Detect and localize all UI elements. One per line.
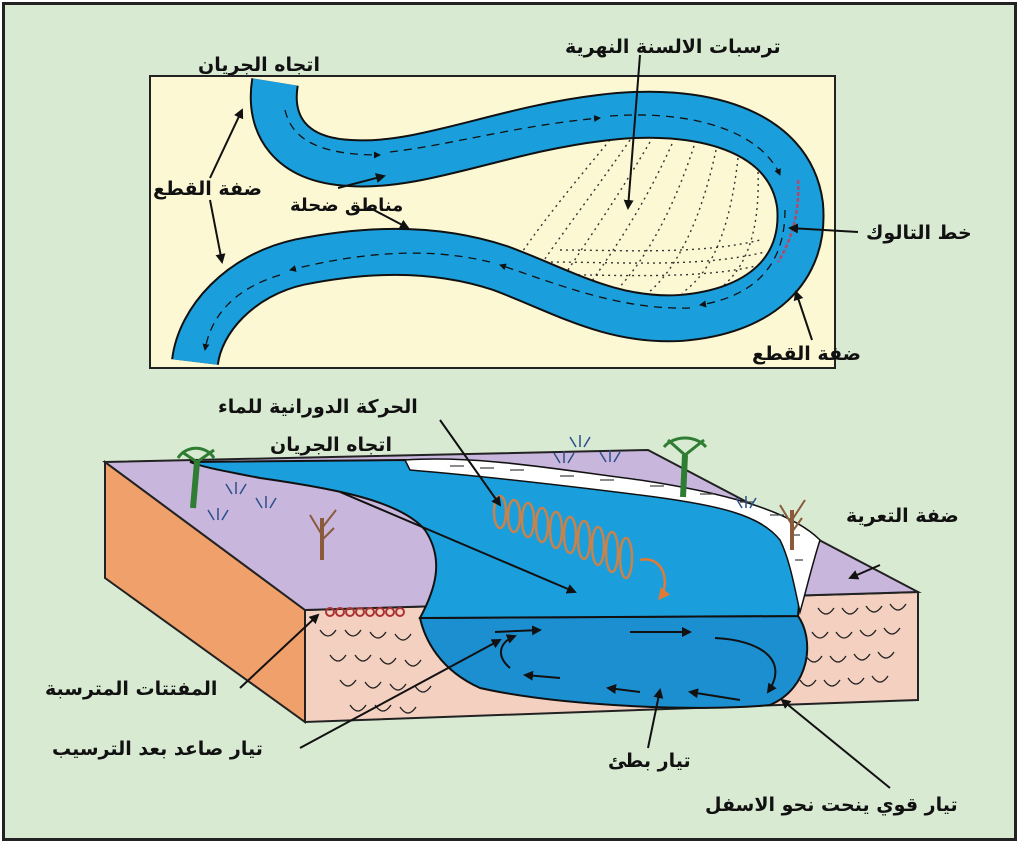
label-strong-down-current: تيار قوي ينحت نحو الاسفل — [705, 796, 958, 815]
label-helical-flow: الحركة الدورانية للماء — [218, 398, 418, 417]
label-shallow-zones: مناطق ضحلة — [290, 197, 403, 215]
label-flow-direction-top: اتجاه الجريان — [198, 56, 320, 75]
label-cut-bank-left: ضفة القطع — [153, 180, 262, 199]
label-erosion-bank: ضفة التعرية — [846, 507, 959, 526]
label-rising-current: تيار صاعد بعد الترسيب — [52, 740, 263, 759]
label-flow-direction-bottom: اتجاه الجريان — [270, 436, 392, 455]
label-cut-bank-bottom: ضفة القطع — [752, 345, 861, 364]
label-deposited-debris: المفتتات المترسبة — [45, 680, 217, 699]
label-point-bar-deposits: ترسبات الالسنة النهرية — [565, 38, 781, 57]
bottom-panel — [105, 420, 918, 788]
top-panel — [150, 55, 858, 368]
label-slow-current: تيار بطئ — [608, 752, 691, 771]
label-thalweg: خط التالوك — [866, 224, 972, 243]
